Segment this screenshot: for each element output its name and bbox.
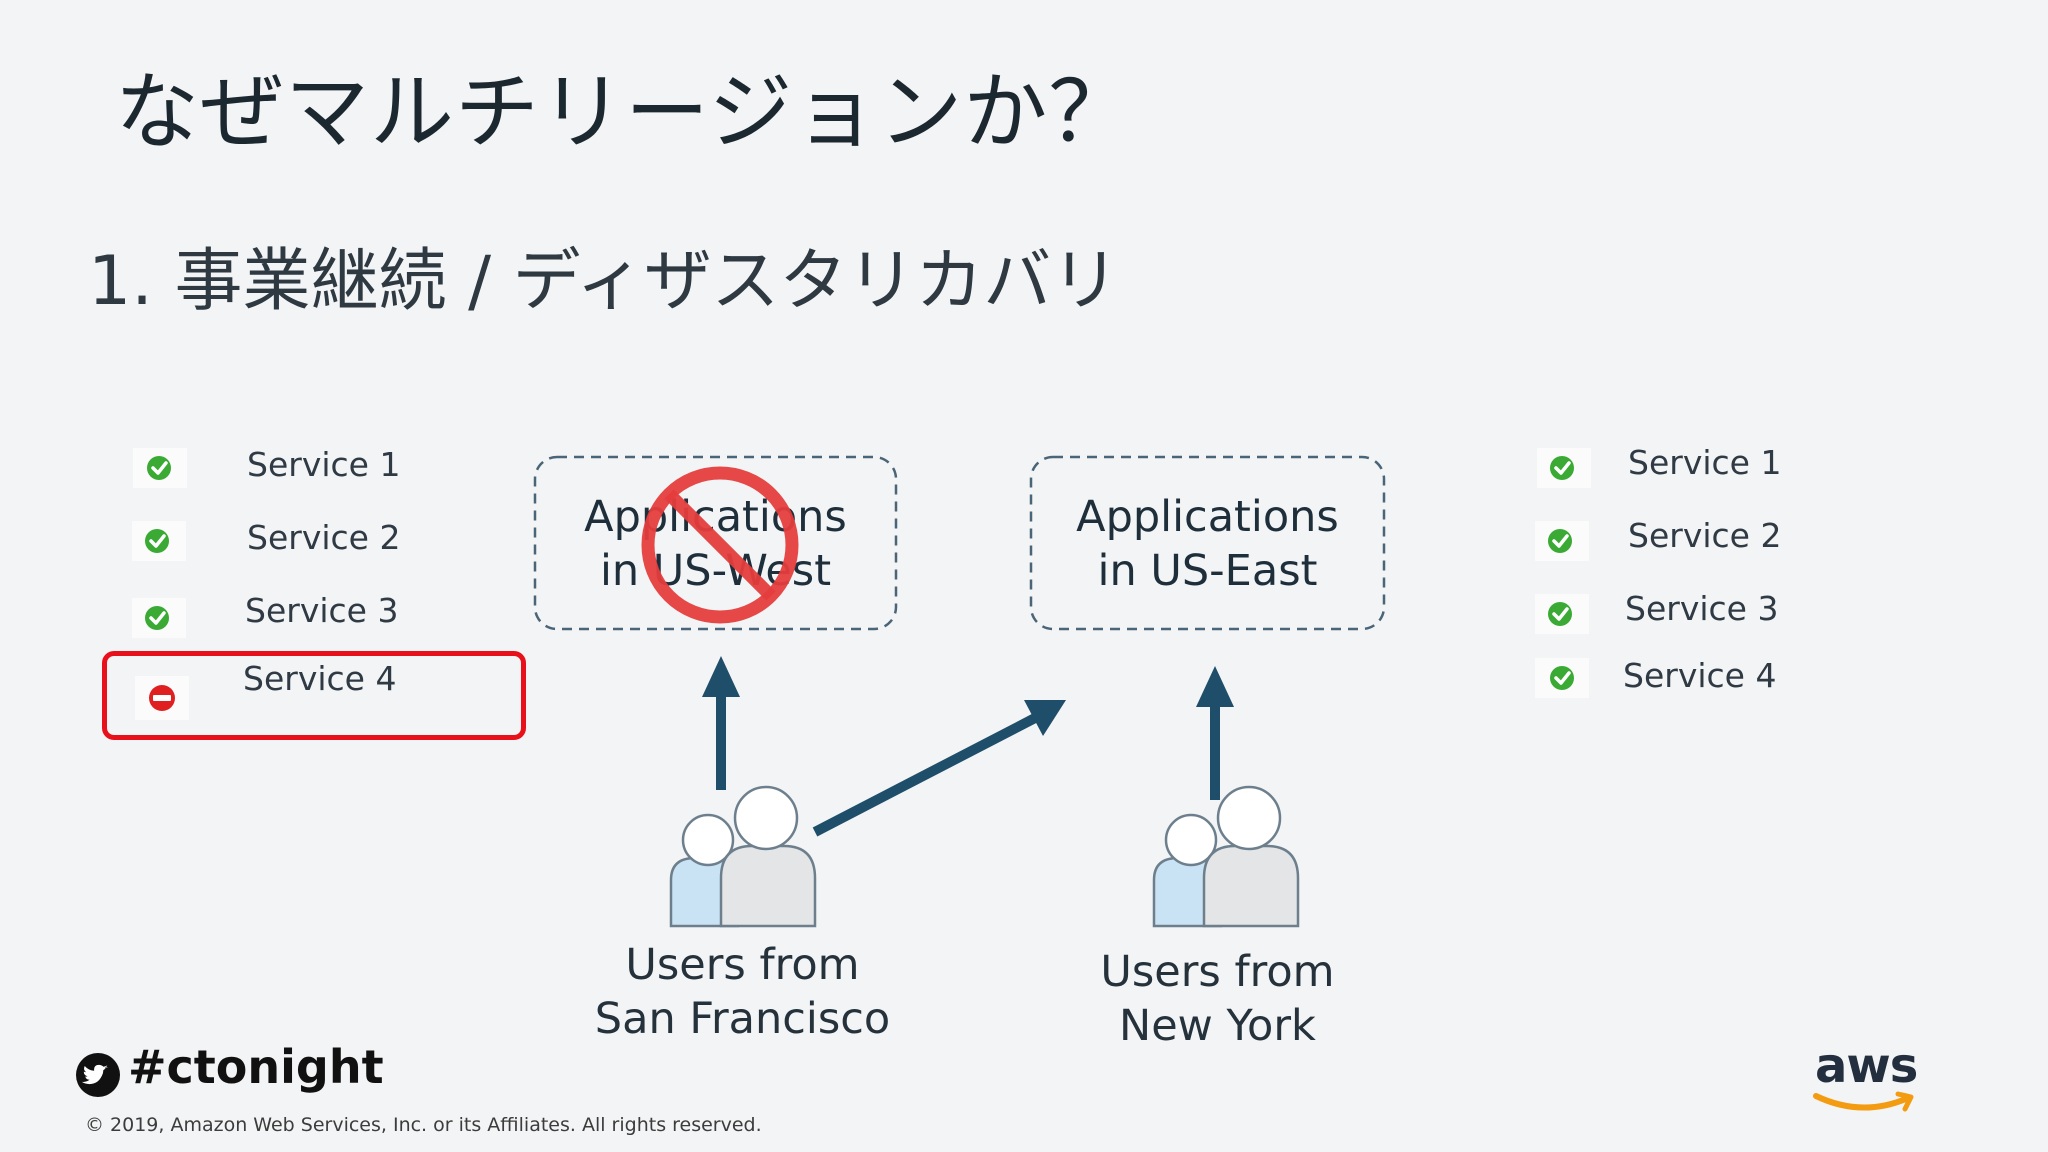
slide-subtitle: 1. 事業継続 / ディザスタリカバリ xyxy=(88,242,1120,321)
slide-title: なぜマルチリージョンか？ xyxy=(115,63,1134,161)
service-status-cell xyxy=(1537,448,1591,488)
us-east-region-box xyxy=(1029,455,1386,631)
users-sf-icon xyxy=(669,785,817,928)
copyright-text: © 2019, Amazon Web Services, Inc. or its… xyxy=(85,1114,762,1136)
users-ny-line1: Users from xyxy=(1100,947,1335,997)
service-status-cell xyxy=(135,676,189,720)
service-status-cell xyxy=(133,448,187,488)
east-service-4-label: Service 4 xyxy=(1623,656,1777,695)
users-sf-line2: San Francisco xyxy=(594,994,891,1044)
users-sf-label: Users from San Francisco xyxy=(560,938,925,1046)
west-service-1-label: Service 1 xyxy=(247,445,401,484)
us-east-label-line1: Applications xyxy=(1076,492,1339,542)
west-service-2-label: Service 2 xyxy=(247,518,401,557)
arrow-sf-to-east xyxy=(812,700,1066,837)
service-status-cell xyxy=(1535,521,1589,561)
west-service-4-label: Service 4 xyxy=(243,659,397,698)
users-ny-icon xyxy=(1152,785,1300,928)
check-circle-icon xyxy=(1548,529,1572,553)
aws-logo-text: aws xyxy=(1815,1038,1918,1094)
users-ny-line2: New York xyxy=(1119,1001,1316,1051)
arrow-ny-to-east xyxy=(1196,666,1234,800)
east-service-3-label: Service 3 xyxy=(1625,589,1779,628)
us-west-region-box xyxy=(533,455,898,631)
east-service-1-label: Service 1 xyxy=(1628,443,1782,482)
check-circle-icon xyxy=(147,456,171,480)
aws-smile-icon xyxy=(1813,1091,1914,1112)
twitter-icon xyxy=(76,1053,120,1097)
service-status-cell xyxy=(1535,594,1589,634)
check-circle-icon xyxy=(145,606,169,630)
users-ny-label: Users from New York xyxy=(1055,945,1380,1053)
us-east-region-label: Applications in US-East xyxy=(1031,490,1384,598)
check-circle-icon xyxy=(1550,666,1574,690)
users-sf-line1: Users from xyxy=(625,940,860,990)
hashtag-text: #ctonight xyxy=(128,1040,384,1094)
us-east-label-line2: in US-East xyxy=(1097,546,1318,596)
west-service-3-label: Service 3 xyxy=(245,591,399,630)
service-status-cell xyxy=(132,598,186,638)
service-status-cell xyxy=(1535,658,1589,698)
prohibited-icon xyxy=(641,466,799,624)
arrow-sf-to-west xyxy=(702,656,740,790)
east-service-2-label: Service 2 xyxy=(1628,516,1782,555)
check-circle-icon xyxy=(1550,456,1574,480)
check-circle-icon xyxy=(145,529,169,553)
service-status-cell xyxy=(132,521,186,561)
no-entry-icon xyxy=(149,685,175,711)
check-circle-icon xyxy=(1548,602,1572,626)
failed-service-highlight xyxy=(102,651,526,740)
